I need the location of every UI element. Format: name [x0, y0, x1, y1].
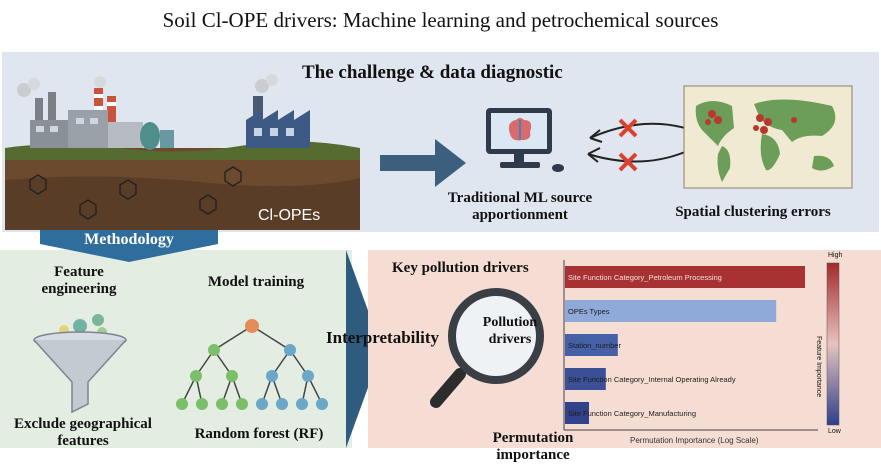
soil-label: Cl-OPEs: [258, 207, 320, 224]
funnel-icon: [33, 314, 127, 414]
chart-x-axis-label: Permutation Importance (Log Scale): [630, 436, 759, 445]
feature-engineering-label: Feature engineering: [41, 264, 117, 297]
magnifier-icon: [430, 288, 544, 408]
magnifier-text: Pollution drivers: [482, 315, 538, 347]
colorbar-high-label: High: [828, 252, 843, 259]
challenge-heading: The challenge & data diagnostic: [302, 62, 563, 83]
colorbar-low-label: Low: [828, 428, 841, 435]
chart-bar: [565, 334, 618, 356]
ml-label: Traditional ML source apportionment: [447, 190, 593, 223]
exclude-features-label: Exclude geographical features: [14, 416, 152, 449]
chart-bar: [565, 266, 805, 288]
flow-arrow-icon: [380, 139, 466, 187]
chart-bar: [565, 368, 606, 390]
world-map-icon: [683, 85, 853, 189]
spatial-errors-label: Spatial clustering errors: [675, 204, 831, 220]
page-title: Soil Cl-OPE drivers: Machine learning an…: [162, 8, 719, 32]
chart-bar-label: Station_number: [568, 341, 621, 350]
chart-bar-label: Site Function Category_Petroleum Process…: [568, 273, 722, 282]
colorbar: [826, 262, 840, 426]
importance-chart: Site Function Category_Petroleum Process…: [563, 260, 818, 431]
error-arrows-icon: [587, 118, 686, 172]
chart-bar-label: Site Function Category_Internal Operatin…: [568, 375, 736, 384]
random-forest-label: Random forest (RF): [194, 426, 324, 442]
chart-bar: [565, 402, 589, 424]
chart-bar: [565, 300, 777, 322]
separator-arrow-icon: [346, 250, 382, 448]
methodology-banner-shape: [40, 230, 218, 262]
methodology-banner: Methodology: [84, 231, 174, 248]
computer-brain-icon: [486, 108, 564, 172]
drivers-heading: Key pollution drivers: [392, 260, 529, 276]
industry-soil-illustration: Cl-OPEs: [5, 74, 360, 230]
model-training-label: Model training: [207, 274, 305, 290]
chart-bar-label: Site Function Category_Manufacturing: [568, 409, 696, 418]
colorbar-label: Feature Importance: [815, 336, 822, 398]
interpretability-label: Interpretability: [326, 328, 440, 347]
chart-bar-label: OPEs Types: [568, 307, 610, 316]
random-forest-tree-icon: [176, 319, 328, 410]
